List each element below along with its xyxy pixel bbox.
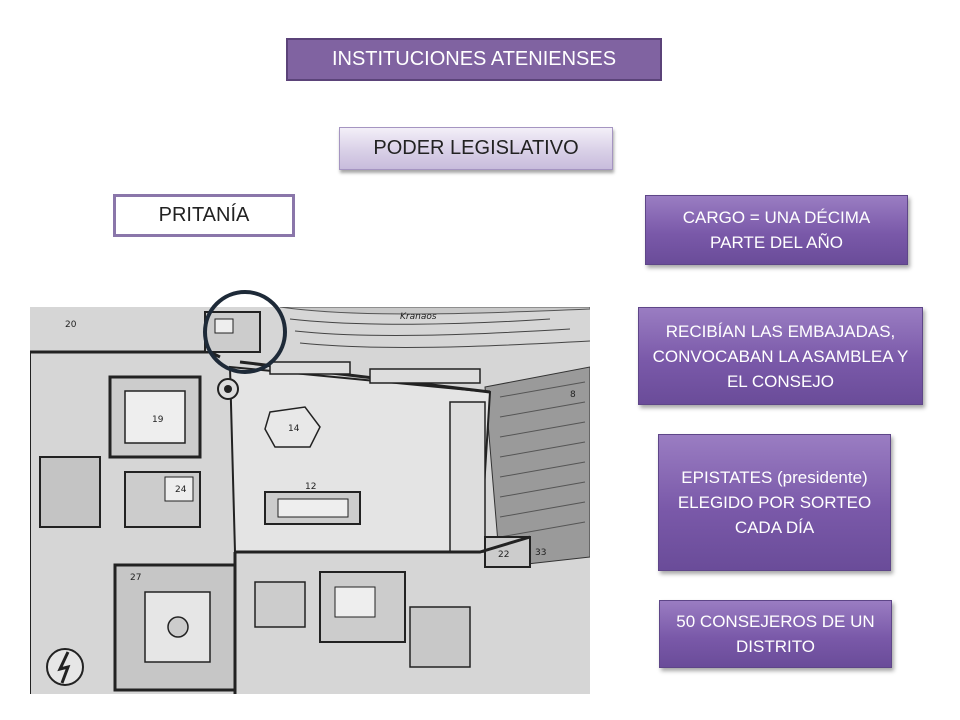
info-text: EPISTATES (presidente) ELEGIDO POR SORTE…	[677, 468, 872, 537]
slide-title: INSTITUCIONES ATENIENSES	[331, 48, 617, 70]
svg-text:12: 12	[305, 482, 316, 492]
title-box: INSTITUCIONES ATENIENSES	[286, 38, 662, 81]
svg-text:20: 20	[65, 320, 77, 330]
agora-plan-map: 19 14 12 24 22 33	[30, 307, 590, 694]
subtitle-box: PODER LEGISLATIVO	[339, 127, 613, 170]
svg-text:22: 22	[498, 550, 509, 560]
info-text: 50 CONSEJEROS DE UN DISTRITO	[676, 612, 875, 656]
svg-text:19: 19	[152, 415, 164, 425]
svg-text:Kranaos: Kranaos	[400, 312, 437, 322]
highlight-circle	[203, 290, 287, 374]
section-box: PRITANÍA	[113, 194, 295, 237]
info-text: RECIBÍAN LAS EMBAJADAS, CONVOCABAN LA AS…	[652, 321, 909, 391]
svg-text:33: 33	[535, 548, 546, 558]
info-box-epistates: EPISTATES (presidente) ELEGIDO POR SORTE…	[658, 434, 891, 571]
svg-text:27: 27	[130, 573, 141, 583]
agora-map: 19 14 12 24 22 33	[30, 307, 590, 694]
section-label: PRITANÍA	[158, 204, 250, 226]
svg-text:24: 24	[175, 485, 187, 495]
info-box-consejeros: 50 CONSEJEROS DE UN DISTRITO	[659, 600, 892, 668]
info-text: CARGO = UNA DÉCIMA PARTE DEL AÑO	[682, 208, 871, 252]
info-box-funciones: RECIBÍAN LAS EMBAJADAS, CONVOCABAN LA AS…	[638, 307, 923, 405]
svg-text:8: 8	[570, 390, 576, 400]
info-box-cargo: CARGO = UNA DÉCIMA PARTE DEL AÑO	[645, 195, 908, 265]
slide-subtitle: PODER LEGISLATIVO	[373, 137, 579, 159]
svg-text:14: 14	[288, 424, 300, 434]
